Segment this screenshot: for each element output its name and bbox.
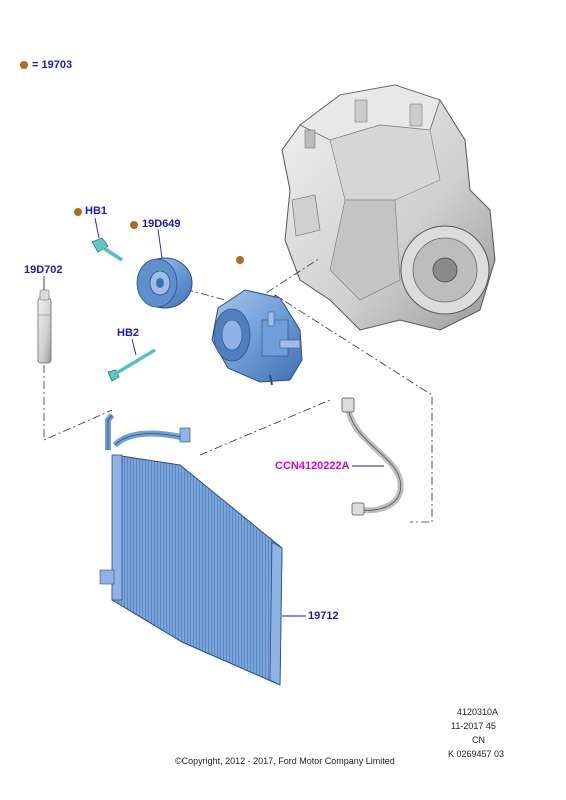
region: CN <box>472 735 485 745</box>
hb1-dot <box>74 208 82 216</box>
legend-text: = 19703 <box>32 59 72 71</box>
label-condenser[interactable]: 19712 <box>308 610 339 622</box>
receiver-drier-19d702 <box>37 289 52 364</box>
engine-block <box>281 84 496 331</box>
ac-hose-ccn4120222a <box>341 397 404 516</box>
legend-equals: = <box>32 59 39 71</box>
compressor-dot <box>236 256 244 264</box>
pulley-19d649 <box>136 257 193 309</box>
ref-id: 4120310A <box>457 707 499 717</box>
legend-dot <box>20 61 28 69</box>
label-hose[interactable]: CCN4120222A <box>275 460 350 472</box>
label-hb1[interactable]: HB1 <box>85 205 108 217</box>
legend-code: 19703 <box>41 59 73 71</box>
k-code: K 0269457 03 <box>448 749 505 759</box>
pulley-dot <box>130 221 138 229</box>
copyright: ©Copyright, 2012 - 2017, Ford Motor Comp… <box>175 756 395 766</box>
date-code: 11-2017 45 <box>451 721 496 731</box>
label-drier[interactable]: 19D702 <box>24 264 63 276</box>
label-leaders <box>43 217 384 617</box>
bolt-hb2 <box>107 348 156 382</box>
label-pulley[interactable]: 19D649 <box>142 218 181 230</box>
ac-compressor <box>211 289 303 386</box>
bolt-hb1 <box>91 237 124 262</box>
label-hb2[interactable]: HB2 <box>117 327 140 339</box>
condenser-19712 <box>99 413 283 686</box>
